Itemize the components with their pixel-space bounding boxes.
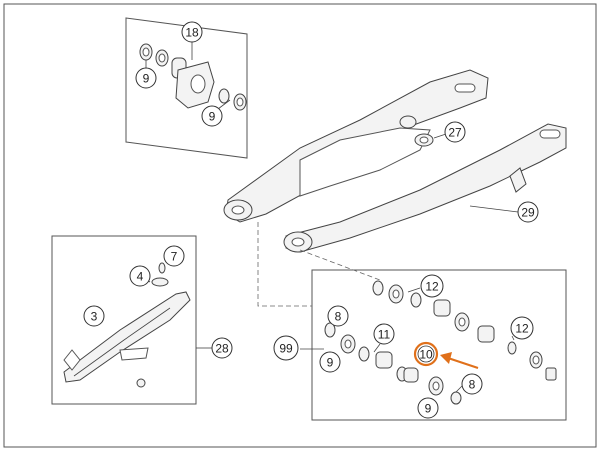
callout-circle (461, 373, 483, 395)
callout-c3: 3 (83, 305, 105, 327)
outer-frame (3, 3, 597, 448)
axle-slot-upper (454, 83, 476, 93)
callout-c18: 18 (181, 21, 203, 43)
group-box-18 (125, 17, 248, 159)
callout-inner-ring (417, 345, 435, 363)
lower-bearing-row (324, 322, 462, 405)
chain-guide-bracket (509, 167, 527, 193)
callout-circle (373, 323, 395, 345)
bottom-screw (136, 378, 146, 388)
callout-label: 9 (209, 110, 216, 124)
callout-c8a: 8 (327, 305, 349, 327)
callout-label: 99 (279, 342, 293, 356)
part-group-18-parts (139, 43, 247, 111)
callout-circle (211, 337, 233, 359)
callout-c29: 29 (517, 201, 539, 223)
callout-c9a: 9 (135, 67, 157, 89)
callout-circle (420, 274, 444, 298)
callout-c9b: 9 (201, 105, 223, 127)
callout-circle (83, 305, 105, 327)
callout-label: 9 (425, 402, 432, 416)
callout-circle (510, 316, 534, 340)
top-mount (399, 115, 417, 129)
chain-slider (63, 291, 191, 383)
callout-circle (517, 201, 539, 223)
chain-slider-body (63, 291, 191, 383)
swingarm-lower-arm (285, 123, 567, 253)
callout-circle (327, 305, 349, 327)
alignment-line-left (257, 222, 312, 307)
part-7-screw (158, 262, 166, 274)
callout-label: 12 (425, 280, 439, 294)
callout-label: 8 (335, 310, 342, 324)
callout-label: 9 (327, 356, 334, 370)
callout-c4: 4 (129, 265, 151, 287)
callout-circle (319, 351, 341, 373)
callout-c28: 28 (211, 337, 233, 359)
swingarm-cross-member (299, 127, 431, 197)
washer (218, 88, 230, 104)
callout-circle (181, 21, 203, 43)
callout-c12b: 12 (510, 316, 534, 340)
group-box-28 (51, 235, 197, 405)
callout-c11: 11 (373, 323, 395, 345)
callout-c27: 27 (444, 121, 466, 143)
callout-circle (163, 245, 185, 267)
callout-c9d: 9 (417, 397, 439, 419)
swingarm (223, 69, 567, 253)
callout-circle (129, 265, 151, 287)
part-4-washer (151, 277, 169, 287)
callout-circle (273, 335, 299, 361)
callout-label: 10 (419, 348, 433, 362)
callout-label: 8 (469, 378, 476, 392)
callout-label: 11 (378, 328, 391, 342)
callout-label: 29 (521, 206, 535, 220)
callout-label: 27 (448, 126, 462, 140)
callout-label: 18 (185, 26, 199, 40)
callout-label: 9 (143, 72, 150, 86)
callout-label: 7 (171, 250, 178, 264)
axle-slot-lower (539, 129, 561, 139)
callout-label: 12 (515, 322, 529, 336)
callout-label: 4 (137, 270, 144, 284)
group-box-bearings (311, 269, 567, 421)
callout-c8b: 8 (461, 373, 483, 395)
callout-c9c: 9 (319, 351, 341, 373)
upper-bearing-row (372, 280, 557, 381)
callout-c10: 10 (413, 341, 439, 367)
callout-c99: 99 (273, 335, 299, 361)
callout-circle (417, 397, 439, 419)
callout-circle (201, 105, 223, 127)
callout-circle (444, 121, 466, 143)
alignment-line-right (299, 249, 381, 281)
callout-c12a: 12 (420, 274, 444, 298)
callout-c7: 7 (163, 245, 185, 267)
callout-label: 3 (91, 310, 98, 324)
highlight-arrow (440, 352, 479, 369)
callout-circle (135, 67, 157, 89)
callout-label: 28 (215, 342, 229, 356)
